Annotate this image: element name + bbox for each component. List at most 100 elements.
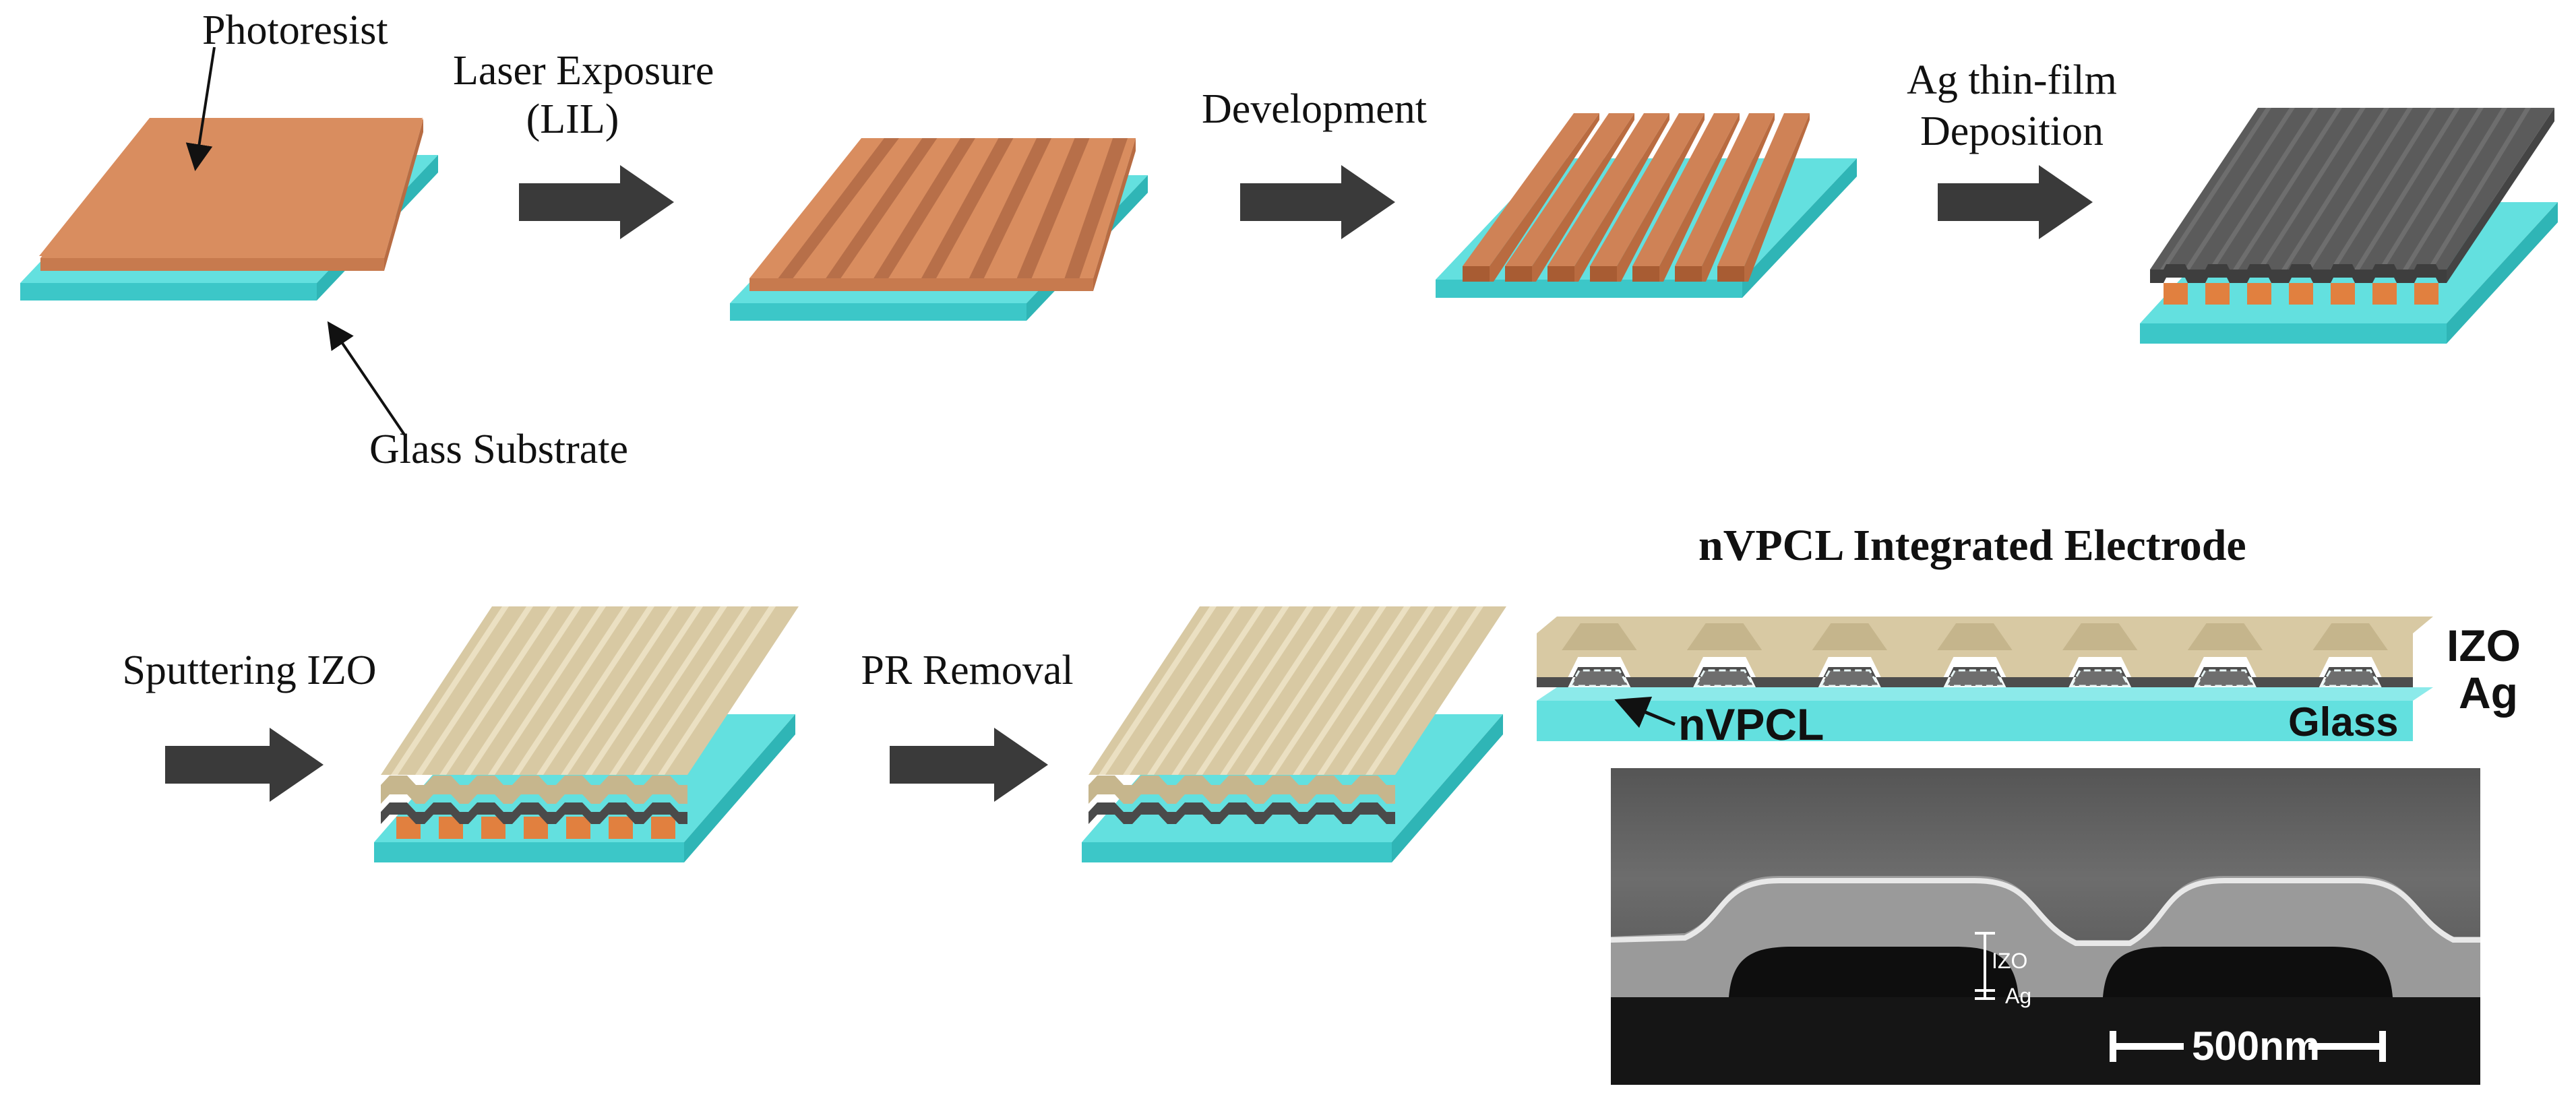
grating-ridge-front (524, 817, 548, 839)
panel-pr-removed (1082, 606, 1506, 862)
grating-ridge-front (1675, 266, 1702, 282)
development-label: Development (1201, 86, 1427, 132)
ag-corrugation-ridge (2330, 108, 2436, 270)
ag-corrugation-ridge (2379, 108, 2484, 270)
photoresist-pointer-icon (185, 46, 216, 171)
grating-ridge-top (1590, 113, 1705, 266)
exposure-stripe (1016, 138, 1090, 278)
grating-ridge-front (2372, 283, 2397, 305)
exposure-stripe (826, 138, 938, 278)
grating-ridge-front (2331, 283, 2355, 305)
sem-izo-highlight (1610, 878, 2480, 946)
izo-front (381, 776, 687, 804)
grating-ridge-side (1659, 113, 1740, 282)
grating-ridge-front (2205, 283, 2230, 305)
nvpcl-pointer-icon (1614, 697, 1676, 728)
izo-corrugation-ridge (488, 606, 606, 775)
izo-ridge-face (2062, 623, 2138, 650)
sem-void-left (1729, 947, 2019, 997)
glass-top (1537, 687, 2433, 701)
exposure-stripes (778, 138, 1128, 278)
grating-ridge-front (1590, 266, 1617, 282)
izo-corrugation-ridge (658, 606, 776, 775)
grating-ridge-front (439, 817, 463, 839)
grating-ridge-top (1505, 113, 1634, 266)
photoresist-label: Photoresist (202, 7, 388, 53)
izo-ridge-face (1562, 623, 1637, 650)
panel-developed (1436, 113, 1857, 298)
glass-side (2447, 202, 2558, 344)
grating-ridge-top (1675, 113, 1775, 266)
ag-deposition-sublabel: Deposition (1920, 108, 2104, 154)
ag-corrugation-ridge (2209, 108, 2319, 270)
glass-label: Glass (2288, 699, 2399, 745)
nvpcl-void (1568, 669, 1630, 687)
izo-layer-label: IZO (2447, 621, 2521, 670)
sem-ag-label: Ag (2005, 984, 2032, 1008)
izo-corrugation-ridge (1341, 606, 1459, 775)
izo-corrugation-ridge (1099, 606, 1217, 775)
nvpcl-void (2069, 669, 2130, 687)
izo-ridge-face (2187, 623, 2263, 650)
grating-ridge-side (1574, 113, 1669, 282)
glass-side (1742, 158, 1857, 298)
izo-ridge-face (1812, 623, 1887, 650)
izo-corrugation (391, 606, 776, 775)
grating-ridge-top (1463, 113, 1599, 266)
process-arrow-icon (890, 728, 1048, 802)
photoresist-side (384, 119, 423, 271)
ag-film-front (2150, 264, 2447, 283)
electrode-title: nVPCL Integrated Electrode (1698, 521, 2246, 570)
ag-corrugation-ridge (2184, 108, 2295, 270)
izo-corrugation-ridge (391, 606, 509, 775)
glass-front (1537, 701, 2413, 741)
panel-ag-deposited (2140, 108, 2558, 344)
grating-ridge-front (1547, 266, 1574, 282)
nvpcl-void (1944, 669, 2006, 687)
process-arrow-icon (519, 165, 674, 239)
izo-corrugation-ridge (1317, 606, 1435, 775)
scale-bar-icon (2110, 1031, 2386, 1062)
ag-corrugation-ridge (2354, 108, 2460, 270)
ag-corrugation-ridge (2403, 108, 2507, 270)
ag-layer-front (1088, 802, 1395, 824)
ag-corrugation-ridge (2306, 108, 2413, 270)
process-arrows (165, 165, 2093, 802)
izo-corrugation-ridge (536, 606, 654, 775)
glass-front (374, 842, 684, 862)
integrated-electrode-schematic (1537, 617, 2433, 741)
izo-corrugation-ridge (1123, 606, 1241, 775)
grating-ridge-side (1744, 113, 1810, 282)
grating-ridge-side (1532, 113, 1634, 282)
photoresist-side (1093, 138, 1136, 291)
grating-ridge-side (1617, 113, 1705, 282)
ag-film-corrugation (2160, 108, 2531, 270)
grating-ridge-front (1632, 266, 1659, 282)
ag-corrugation-ridge (2281, 108, 2389, 270)
panel-laser-exposed (730, 138, 1148, 321)
ag-corrugation-ridge (2233, 108, 2342, 270)
izo-ridge-face (1937, 623, 2013, 650)
photoresist-under-ag (2164, 283, 2439, 305)
izo-corrugation-ridge (415, 606, 533, 775)
grating-ridge-side (1702, 113, 1775, 282)
grating-ridge-front (2164, 283, 2188, 305)
grating-ridge-front (609, 817, 633, 839)
grating-ridge-top (1632, 113, 1740, 266)
glass-front (20, 283, 317, 301)
izo-corrugation-ridge (464, 606, 582, 775)
ag-corrugation-ridge (2257, 108, 2366, 270)
photoresist-gratings (1463, 113, 1810, 282)
sem-izo-label: IZO (1992, 949, 2028, 973)
grating-ridge-front (566, 817, 590, 839)
grating-ridge-top (1547, 113, 1669, 266)
glass-front (1436, 280, 1742, 298)
izo-ridge-face (1686, 623, 1762, 650)
process-arrow-icon (1938, 165, 2093, 239)
nvpcl-void (2319, 669, 2381, 687)
laser-exposure-sublabel: (LIL) (526, 96, 619, 142)
grating-ridge-front (481, 817, 505, 839)
glass-side (684, 714, 795, 862)
izo-corrugation-ridge (1147, 606, 1265, 775)
